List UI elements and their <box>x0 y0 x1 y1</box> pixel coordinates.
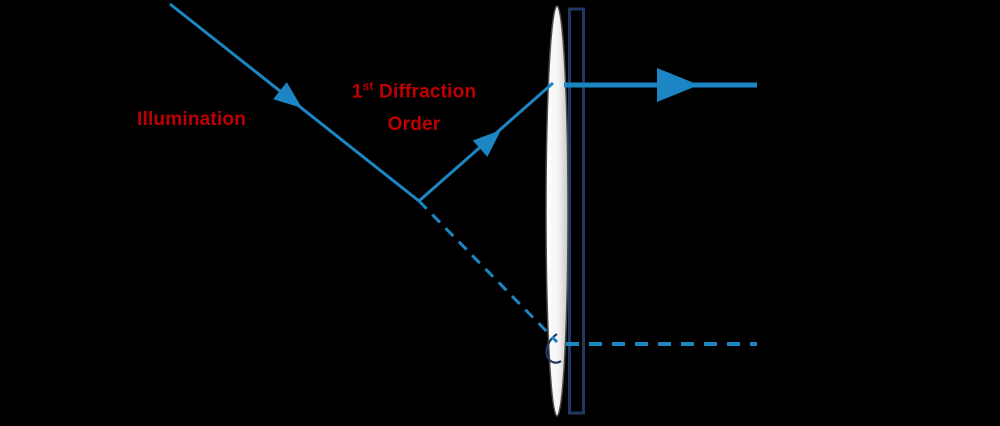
diffraction-order-ordinal: st <box>362 79 374 93</box>
illumination-arrowhead-icon <box>273 82 302 108</box>
diffraction-order-number: 1 <box>351 81 363 103</box>
diffraction-order-word: Diffraction <box>373 81 477 103</box>
lens <box>545 5 569 417</box>
diffraction-order-label: 1st Diffraction Order <box>336 70 492 141</box>
first-order-arrowhead-icon <box>472 130 501 157</box>
output-arrowhead-icon <box>657 68 699 102</box>
illumination-label: Illumination <box>137 109 247 130</box>
diffraction-order-line2: Order <box>387 114 441 136</box>
dashed-order-ray <box>417 199 559 344</box>
angle-hook-marker <box>545 333 562 364</box>
diffraction-order-line1: 1st Diffraction <box>336 70 492 108</box>
aperture-plate <box>568 7 585 415</box>
